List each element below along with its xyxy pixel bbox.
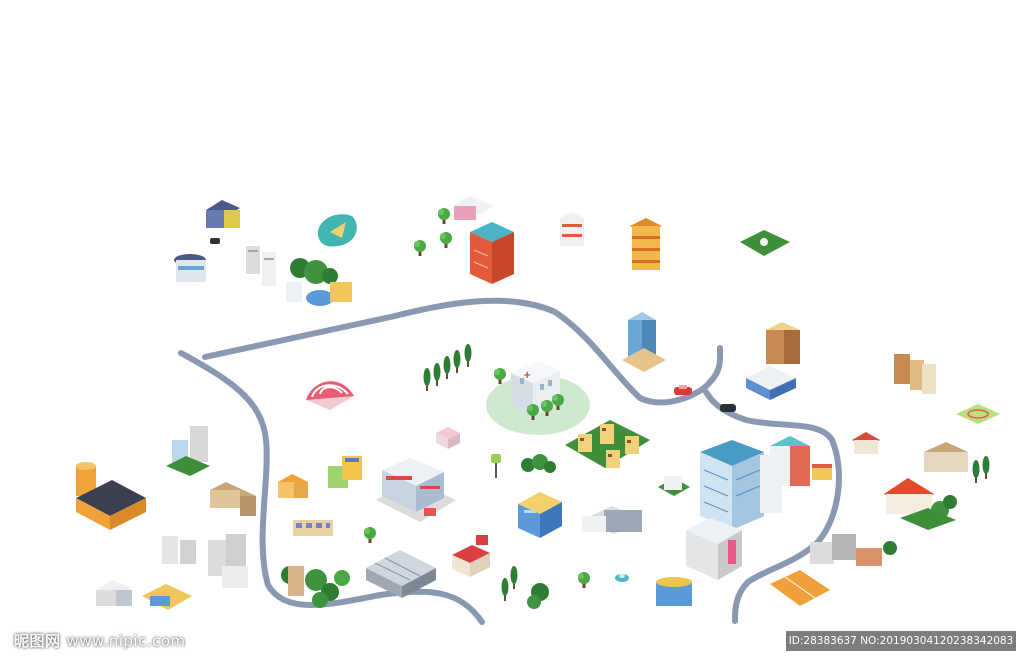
villa-building <box>884 478 957 530</box>
small-warehouse <box>96 580 132 606</box>
residential-block <box>924 442 990 483</box>
modern-house <box>810 534 897 566</box>
black-car <box>720 404 736 412</box>
round-pavilion-building <box>174 254 206 282</box>
brick-building <box>766 322 800 364</box>
office-block-building <box>376 458 456 522</box>
glass-tower-building <box>622 312 666 372</box>
watermark-logo: 昵图网 www.nipic.com <box>14 630 186 652</box>
small-tower-building <box>560 212 584 246</box>
office-pair-building <box>162 536 196 564</box>
apartment-towers <box>208 534 248 588</box>
small-shop <box>278 474 308 498</box>
poplar-tree-icon <box>464 344 472 367</box>
poplar-tree-icon <box>443 356 451 379</box>
watermark-id-text: ID:28383637 NO:20190304120238342083 <box>788 635 1014 647</box>
row-houses <box>293 520 333 536</box>
apartment-towers <box>246 246 276 286</box>
fire-station-building <box>452 535 490 577</box>
red-tower-building <box>760 436 810 513</box>
striped-tent-building <box>306 381 354 410</box>
poplar-tree-icon <box>453 350 461 373</box>
small-shop <box>328 456 362 488</box>
basketball-court <box>770 570 830 606</box>
twin-towers-building <box>166 426 210 476</box>
small-house <box>852 432 880 454</box>
street-lamp <box>491 454 501 478</box>
watermark-id-bar: ID:28383637 NO:20190304120238342083 <box>786 631 1016 651</box>
apartment-cluster <box>565 420 650 468</box>
small-house <box>436 427 460 449</box>
park-trees-bottom-left <box>281 566 350 608</box>
tree-row <box>501 566 590 609</box>
road-north-loop <box>202 297 724 406</box>
planetarium-building <box>656 577 692 606</box>
townhouses-building <box>894 354 936 394</box>
poplar-tree-icon <box>423 368 431 391</box>
sports-field <box>956 404 1000 424</box>
school-building <box>210 482 256 516</box>
poplar-tree-icon <box>433 363 441 386</box>
red-car <box>674 385 692 395</box>
garden-plaza <box>740 230 790 256</box>
small-shop <box>414 196 494 256</box>
svg-text:+: + <box>523 370 531 381</box>
office-with-cars <box>206 200 240 244</box>
warehouse-building <box>366 550 436 598</box>
island-pond <box>317 214 357 247</box>
stadium-building <box>76 462 146 530</box>
tree-icon <box>364 527 376 543</box>
road-east <box>703 389 842 624</box>
small-shop <box>812 464 832 480</box>
pagoda-tower-building <box>630 218 662 270</box>
low-office-building <box>582 506 644 534</box>
red-apartment-building <box>470 222 514 284</box>
watermark-site: www.nipic.com <box>66 632 186 650</box>
park-with-dome <box>286 258 352 306</box>
gas-station-building <box>142 584 192 610</box>
supermarket-building <box>746 366 796 400</box>
cinema-building <box>686 518 742 580</box>
fountain <box>615 574 629 582</box>
small-white-building <box>658 476 690 496</box>
watermark-logo-text: 昵图网 <box>14 632 61 650</box>
hotel-tower-building <box>700 440 764 530</box>
tree-cluster <box>521 454 556 473</box>
office-building-blue <box>518 492 562 538</box>
tree-icon <box>494 368 506 384</box>
